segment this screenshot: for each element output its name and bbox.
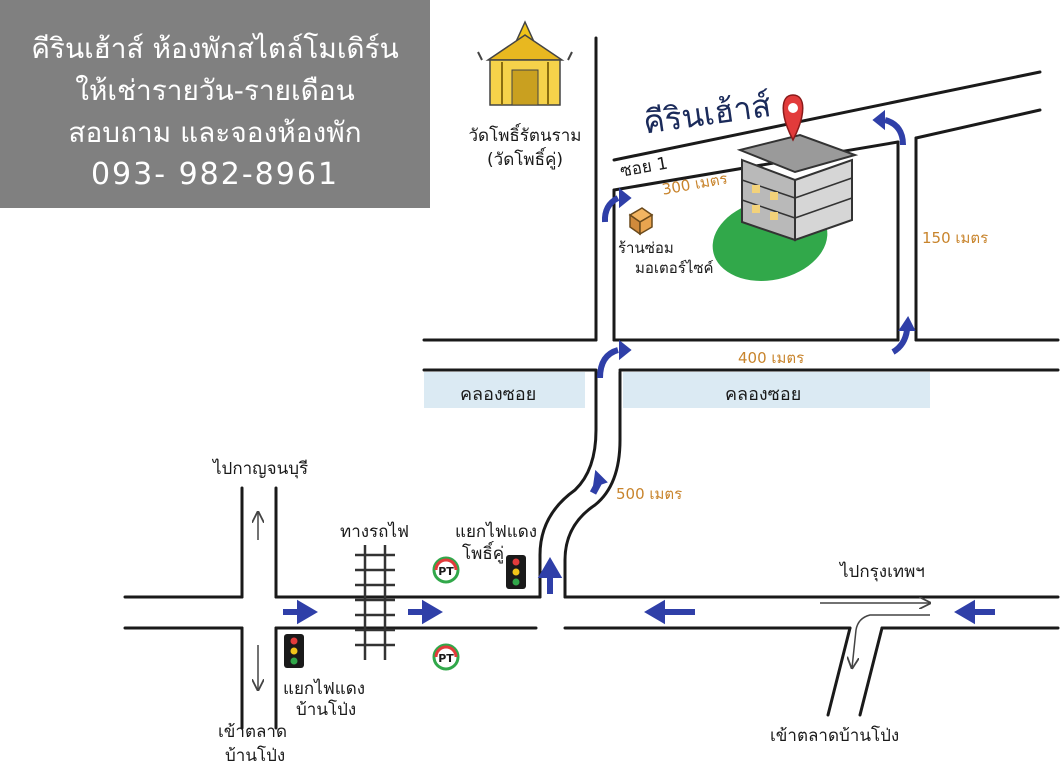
svg-text:PT: PT [438, 652, 454, 665]
distance-500-label: 500 เมตร [616, 485, 683, 503]
canal [424, 372, 930, 408]
left-cross-road [240, 486, 278, 730]
temple-alias-label: (วัดโพธิ์คู่) [487, 150, 563, 170]
railway-label: ทางรถไฟ [340, 522, 410, 542]
distance-400-label: 400 เมตร [738, 349, 805, 367]
curvy-road [538, 370, 622, 599]
banpong-light-line1: แยกไฟแดง [283, 679, 366, 699]
temple-icon [477, 20, 573, 106]
gas-station-logo-icon: PT [432, 556, 460, 584]
distance-150-label: 150 เมตร [922, 229, 989, 247]
shop-box-icon [628, 207, 654, 236]
shop-label-line2: มอเตอร์ไซค์ [635, 259, 714, 277]
shop-label-line1: ร้านซ่อม [618, 239, 674, 257]
title-line2: ให้เช่ารายวัน-รายเดือน [75, 74, 355, 107]
title-line1: คีรินเฮ้าส์ ห้องพักสไตล์โมเดิร์น [31, 32, 399, 65]
temple-road [594, 36, 616, 342]
svg-text:PT: PT [438, 565, 454, 578]
direction-arrows [258, 512, 930, 690]
market-left-line1: เข้าตลาด [218, 722, 288, 742]
main-road [123, 595, 1060, 630]
house-building-icon [736, 133, 859, 242]
temple-name-label: วัดโพธิ์รัตนราม [468, 126, 582, 146]
gas-station-logo-icon: PT [432, 643, 460, 671]
title-box: คีรินเฮ้าส์ ห้องพักสไตล์โมเดิร์น ให้เช่า… [0, 0, 430, 208]
canal-label-right: คลองซอย [725, 384, 802, 405]
banpong-light-line2: บ้านโป่ง [296, 700, 357, 720]
phokhu-light-line1: แยกไฟแดง [455, 522, 538, 542]
to-bangkok-label: ไปกรุงเทพฯ [840, 562, 925, 582]
railway [355, 545, 395, 660]
canal-label-left: คลองซอย [460, 384, 537, 405]
to-kanchanaburi-label: ไปกาญจนบุรี [213, 459, 309, 479]
right-road [896, 136, 918, 342]
canal-road [422, 338, 1060, 372]
phone-number: 093- 982-8961 [90, 157, 340, 192]
market-right-label: เข้าตลาดบ้านโป่ง [770, 726, 900, 746]
traffic-light-banpong-icon [284, 634, 304, 668]
phokhu-light-line2: โพธิ์คู่ [462, 544, 505, 564]
title-line3: สอบถาม และจองห้องพัก [68, 116, 362, 149]
market-road [826, 626, 884, 717]
route-arrows [283, 109, 995, 625]
traffic-light-phokhu-icon [506, 555, 526, 589]
location-pin-icon [782, 94, 804, 142]
market-left-line2: บ้านโป่ง [225, 746, 286, 766]
